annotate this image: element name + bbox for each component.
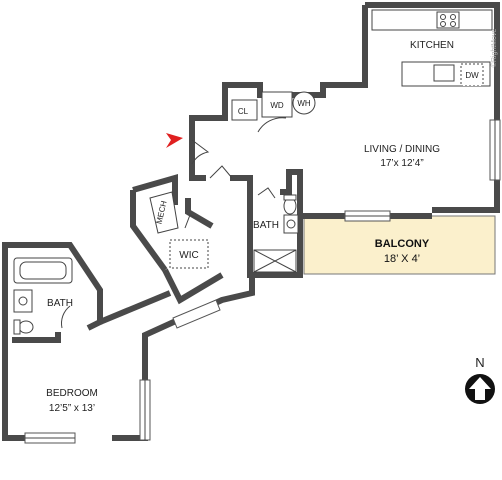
- compass-north-label: N: [475, 355, 484, 370]
- watermark: ©RightMove: [490, 29, 498, 68]
- wic-label: WIC: [179, 250, 198, 261]
- bedroom-size: 12’5” x 13’: [49, 403, 95, 414]
- main-bath-fixtures: [253, 194, 299, 273]
- entry-arrow-icon: [166, 133, 183, 148]
- bedroom-bath-fixtures: [13, 257, 73, 335]
- balcony-size: 18’ X 4’: [384, 253, 420, 265]
- water-heater-label: WH: [297, 99, 311, 108]
- living-dining-size: 17’x 12’4”: [380, 158, 423, 169]
- kitchen-fixtures: [371, 9, 493, 87]
- kitchen-label: KITCHEN: [410, 40, 454, 51]
- dishwasher-label: DW: [465, 71, 479, 80]
- laundry-fixtures: [231, 91, 316, 133]
- windows: [24, 119, 501, 444]
- living-dining-label: LIVING / DINING: [364, 144, 440, 155]
- balcony-label: BALCONY: [375, 238, 430, 250]
- bedroom-bath-label: BATH: [47, 298, 73, 309]
- doors: [184, 139, 276, 229]
- closet-label: CL: [238, 107, 249, 116]
- bedroom-label: BEDROOM: [46, 388, 98, 399]
- balcony-area: [303, 215, 496, 275]
- main-bath-label: BATH: [253, 220, 279, 231]
- washer-dryer-label: WD: [270, 101, 284, 110]
- north-compass: N: [465, 355, 495, 404]
- north-arrow-icon: [469, 377, 491, 400]
- closets: [149, 191, 209, 269]
